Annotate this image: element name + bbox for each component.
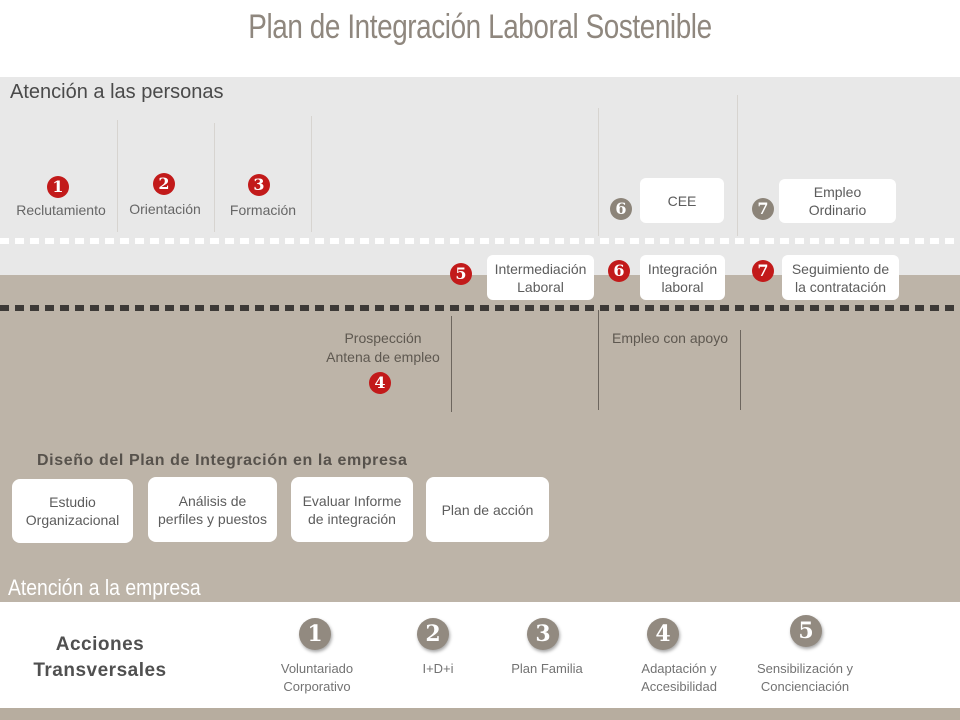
intermediacion-line1: Intermediación (494, 260, 587, 277)
analisis-perfiles-box: Análisis de perfiles y puestos (148, 477, 277, 542)
intermediacion-box: Intermediación Laboral (487, 255, 594, 300)
action-label-line2: Accesibilidad (641, 679, 717, 694)
divider (598, 310, 599, 410)
step-badge-3: 3 (248, 174, 270, 196)
action-label-line1: I+D+i (422, 661, 454, 676)
white-dotted-separator (0, 238, 960, 244)
cee-box: CEE (640, 178, 724, 223)
action-badge-3: 3 (527, 618, 559, 650)
action-label-line1: Sensibilización y (756, 661, 854, 676)
prospeccion-line1: Prospección (344, 330, 422, 346)
plan-de-accion-box: Plan de acción (426, 477, 549, 542)
action-label-line1: Plan Familia (511, 661, 583, 676)
step-badge-1: 1 (47, 176, 69, 198)
box-line1: Estudio (49, 494, 96, 510)
box-line2: Organizacional (25, 512, 120, 528)
design-heading: Diseño del Plan de Integración en la emp… (37, 452, 408, 469)
intermediacion-line2: Laboral (517, 278, 564, 295)
action-badge-4: 4 (647, 618, 679, 650)
integracion-line2: laboral (661, 278, 704, 295)
company-band (0, 275, 960, 602)
step-badge-6-cee: 6 (610, 198, 632, 220)
action-label-line2: Corporativo (283, 679, 351, 694)
empleo-con-apoyo-label: Empleo con apoyo (612, 330, 728, 346)
action-label-line1: Voluntariado (280, 661, 354, 676)
divider (451, 316, 452, 412)
divider (740, 330, 741, 410)
action-label-2: I+D+i (393, 660, 483, 678)
empleo-ordinario-line1: Empleo (813, 184, 862, 200)
divider (311, 116, 312, 232)
empleo-ordinario-line2: Ordinario (808, 202, 867, 218)
divider (737, 95, 738, 236)
page-title: Plan de Integración Laboral Sostenible (248, 8, 712, 46)
box-line2: de integración (308, 510, 396, 527)
company-heading: Atención a la empresa (8, 575, 201, 600)
evaluar-informe-box: Evaluar Informe de integración (291, 477, 413, 542)
box-line2: perfiles y puestos (158, 510, 267, 527)
step-badge-2: 2 (153, 173, 175, 195)
persons-heading: Atención a las personas (10, 81, 224, 103)
box-line1: Evaluar Informe (302, 492, 402, 509)
divider (117, 120, 118, 232)
divider (598, 108, 599, 236)
action-label-3: Plan Familia (497, 660, 597, 678)
cee-label: CEE (667, 192, 697, 209)
seguimiento-line2: la contratación (794, 278, 887, 295)
transversal-title: Acciones Transversales (20, 632, 180, 684)
action-label-1: Voluntariado Corporativo (262, 660, 372, 696)
action-badge-5: 5 (790, 615, 822, 647)
step-badge-4: 4 (369, 372, 391, 394)
persons-band (0, 77, 960, 275)
action-label-line2: Concienciación (760, 679, 850, 694)
step-badge-5: 5 (450, 263, 472, 285)
orientacion-label: Orientación (129, 201, 201, 217)
step-badge-7-seguimiento: 7 (752, 260, 774, 282)
transversal-title-line2: Transversales (33, 660, 167, 681)
step-badge-6-integracion: 6 (608, 260, 630, 282)
reclutamiento-label: Reclutamiento (16, 202, 106, 218)
prospeccion-line2: Antena de empleo (326, 349, 440, 365)
action-label-5: Sensibilización y Concienciación (740, 660, 870, 696)
seguimiento-box: Seguimiento de la contratación (782, 255, 899, 300)
transversal-title-line1: Acciones (55, 634, 145, 655)
action-badge-1: 1 (299, 618, 331, 650)
formacion-label: Formación (229, 202, 297, 218)
action-label-4: Adaptación y Accesibilidad (622, 660, 736, 696)
integracion-line1: Integración (647, 260, 718, 277)
divider (214, 123, 215, 232)
step-badge-7-ordinario: 7 (752, 198, 774, 220)
action-badge-2: 2 (417, 618, 449, 650)
empleo-ordinario-box: Empleo Ordinario (779, 179, 896, 223)
estudio-organizacional-box: Estudio Organizacional (12, 479, 133, 543)
bottom-band (0, 708, 960, 720)
action-label-line1: Adaptación y (641, 661, 717, 676)
prospeccion-label: Prospección Antena de empleo (312, 329, 454, 367)
dark-dotted-separator (0, 305, 960, 311)
seguimiento-line1: Seguimiento de (791, 260, 890, 277)
box-line1: Plan de acción (441, 501, 534, 518)
integracion-box: Integración laboral (640, 255, 725, 300)
box-line1: Análisis de (178, 492, 247, 509)
